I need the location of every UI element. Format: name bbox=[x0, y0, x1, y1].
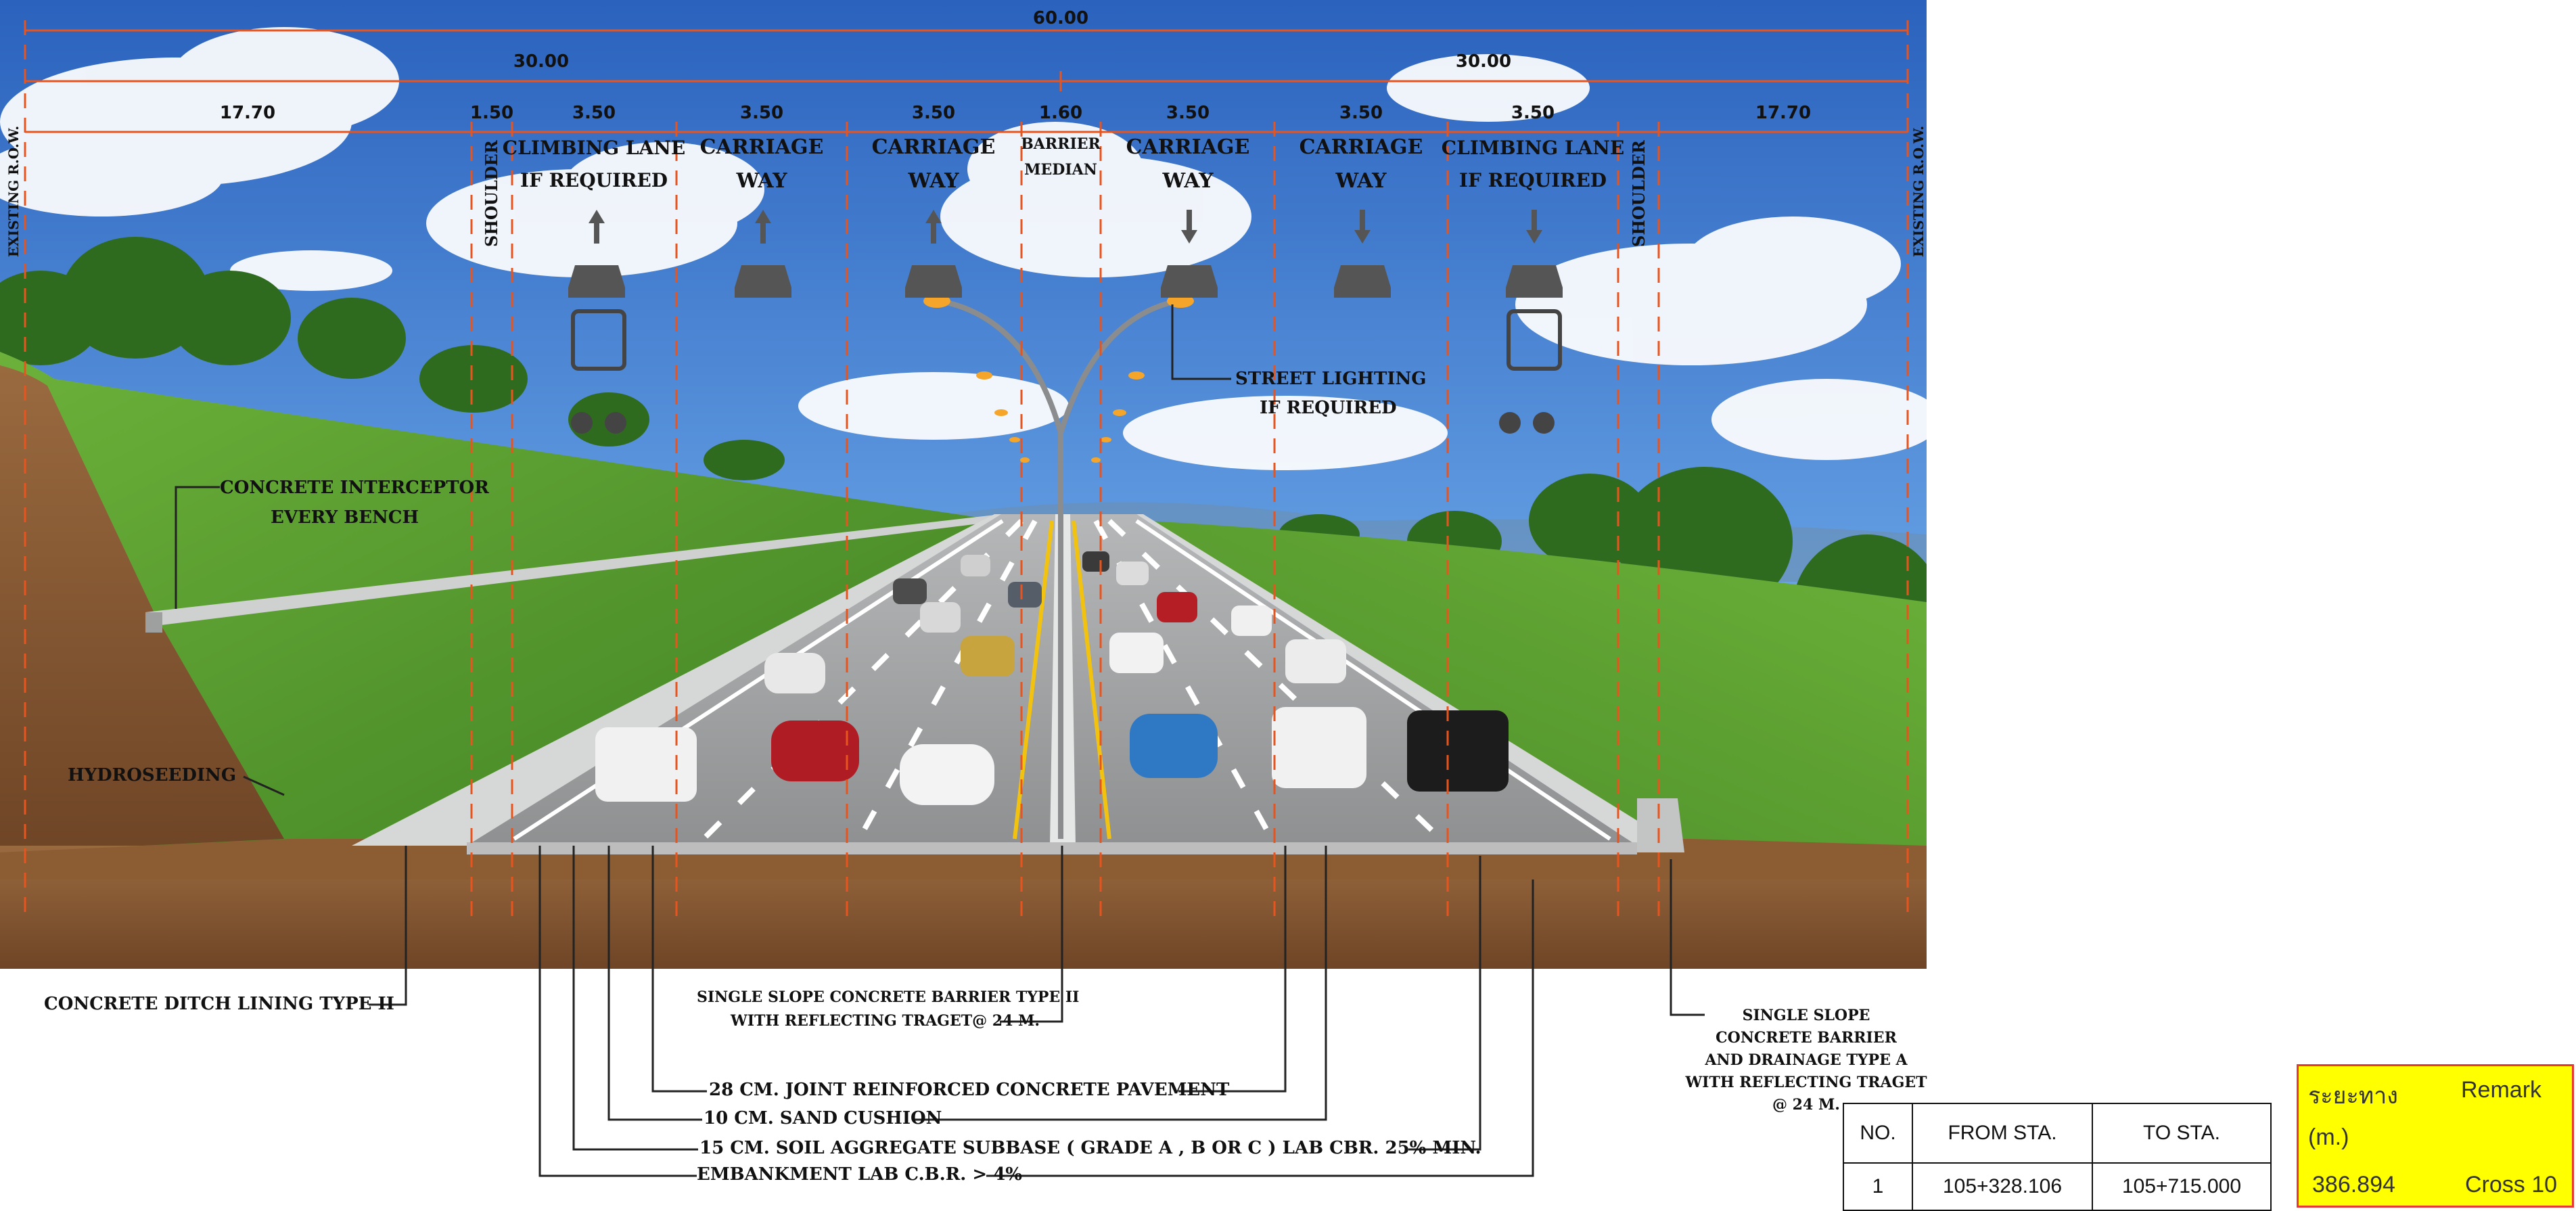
truck-icons bbox=[571, 309, 1562, 371]
barrier-type-a-label-1: SINGLE SLOPE bbox=[1742, 1007, 1870, 1024]
carriageway-3-label: CARRIAGE bbox=[1126, 135, 1250, 159]
left-barrier bbox=[352, 514, 1001, 846]
dimension-row-left: 17.70 bbox=[219, 103, 276, 123]
carriageway-4-label: CARRIAGE bbox=[1299, 135, 1423, 159]
hydroseeding-label: HYDROSEEDING bbox=[68, 765, 237, 785]
table-cell: 1 bbox=[1843, 1162, 1913, 1211]
dimension-half-right: 30.00 bbox=[1455, 51, 1512, 72]
distance-value: 386.894 bbox=[2312, 1172, 2395, 1197]
car-icon bbox=[568, 265, 625, 298]
table-header-row: NO. FROM STA. TO STA. bbox=[1843, 1103, 2272, 1164]
leader-lines bbox=[175, 304, 1231, 796]
climbing-lane-left-sub: IF REQUIRED bbox=[520, 169, 668, 191]
embankment-label: EMBANKMENT LAB C.B.R. > 4% bbox=[697, 1164, 1023, 1185]
car-icon bbox=[1506, 265, 1563, 298]
dimension-lane-2: 3.50 bbox=[739, 103, 784, 123]
dimension-total: 60.00 bbox=[1032, 8, 1089, 28]
dimension-lines bbox=[25, 29, 1908, 133]
barrier-type-a-label-5: @ 24 M. bbox=[1772, 1096, 1840, 1114]
car-icons bbox=[568, 265, 1563, 298]
dimension-lane-1: 3.50 bbox=[572, 103, 616, 123]
right-slope-grass bbox=[1150, 521, 1927, 852]
motorcycle-icon bbox=[1499, 412, 1521, 434]
barrier-median-label: BARRIER bbox=[1021, 135, 1101, 153]
arrow-up-icon bbox=[755, 210, 771, 244]
remark-box: ระยะทาง Remark (m.) 386.894 Cross 10 bbox=[2297, 1064, 2574, 1208]
carriageway-2-sub: WAY bbox=[908, 169, 959, 193]
truck-icon bbox=[571, 309, 626, 371]
carriageway-4-sub: WAY bbox=[1335, 169, 1387, 193]
car-icon bbox=[1334, 265, 1391, 298]
dimension-lane-6: 3.50 bbox=[1511, 103, 1555, 123]
subbase-label: 15 CM. SOIL AGGREGATE SUBBASE ( GRADE A … bbox=[699, 1138, 1481, 1158]
carriageway-2-label: CARRIAGE bbox=[871, 135, 996, 159]
left-soil-cut bbox=[0, 365, 284, 852]
street-lighting-sub: IF REQUIRED bbox=[1260, 398, 1397, 418]
car-icon bbox=[1161, 265, 1218, 298]
station-table: NO. FROM STA. TO STA. 1 105+328.106 105+… bbox=[1843, 1103, 2272, 1211]
truck-icon bbox=[1506, 309, 1562, 371]
dimension-row-right: 17.70 bbox=[1755, 103, 1812, 123]
cross-section-illustration bbox=[0, 0, 1927, 969]
barrier-type-a-label-2: CONCRETE BARRIER bbox=[1716, 1029, 1897, 1047]
climbing-lane-left-label: CLIMBING LANE bbox=[502, 137, 686, 159]
dimension-median: 1.60 bbox=[1038, 103, 1083, 123]
clouds bbox=[0, 27, 1927, 470]
barrier-median-sub: MEDIAN bbox=[1024, 161, 1097, 179]
arrow-down-icon bbox=[1181, 210, 1197, 244]
table-header: FROM STA. bbox=[1912, 1103, 2093, 1164]
dimension-lane-5: 3.50 bbox=[1339, 103, 1383, 123]
dimension-shoulder-left: 1.50 bbox=[469, 103, 514, 123]
car-icon bbox=[905, 265, 962, 298]
table-cell: 105+715.000 bbox=[2092, 1162, 2272, 1211]
climbing-lane-right-label: CLIMBING LANE bbox=[1441, 137, 1625, 159]
arrow-up-icon bbox=[925, 210, 942, 244]
barrier-type-ii-label: SINGLE SLOPE CONCRETE BARRIER TYPE II bbox=[697, 988, 1080, 1006]
carriageway-1-label: CARRIAGE bbox=[699, 135, 824, 159]
remark-label: Remark bbox=[2461, 1077, 2542, 1103]
right-barrier bbox=[1136, 514, 1678, 846]
interceptor-bench bbox=[145, 514, 1001, 626]
traffic bbox=[595, 551, 1509, 805]
carriageway-1-sub: WAY bbox=[736, 169, 787, 193]
unit-label: (m.) bbox=[2308, 1124, 2349, 1150]
remark-value: Cross 10 bbox=[2465, 1172, 2558, 1197]
barrier-type-ii-sub: WITH REFLECTING TRAGET@ 24 M. bbox=[731, 1012, 1040, 1030]
arrow-down-icon bbox=[1526, 210, 1542, 244]
car-icon bbox=[735, 265, 791, 298]
pavement-layers bbox=[467, 842, 1637, 854]
sand-cushion-label: 10 CM. SAND CUSHION bbox=[704, 1108, 942, 1128]
carriageway-3-sub: WAY bbox=[1162, 169, 1214, 193]
arrow-down-icon bbox=[1354, 210, 1371, 244]
dimension-lane-4: 3.50 bbox=[1166, 103, 1210, 123]
barrier-type-a-label-3: AND DRAINAGE TYPE A bbox=[1705, 1051, 1908, 1069]
dimension-lane-3: 3.50 bbox=[911, 103, 956, 123]
ditch-lining-label: CONCRETE DITCH LINING TYPE II bbox=[44, 994, 394, 1014]
street-lighting-label: STREET LIGHTING bbox=[1235, 369, 1427, 389]
table-row: 1 105+328.106 105+715.000 bbox=[1843, 1162, 2272, 1211]
motorcycle-icons bbox=[571, 412, 1555, 434]
arrow-up-icon bbox=[589, 210, 605, 244]
table-header: TO STA. bbox=[2092, 1103, 2272, 1164]
street-light bbox=[940, 298, 1178, 839]
distance-label: ระยะทาง bbox=[2308, 1083, 2398, 1109]
climbing-lane-right-sub: IF REQUIRED bbox=[1458, 169, 1607, 191]
vertical-guides bbox=[24, 20, 1909, 920]
direction-arrows bbox=[589, 210, 1542, 244]
table-header: NO. bbox=[1843, 1103, 1913, 1164]
interceptor-label: CONCRETE INTERCEPTOR bbox=[220, 478, 489, 498]
dimension-half-left: 30.00 bbox=[513, 51, 570, 72]
left-slope-grass bbox=[0, 352, 1001, 852]
motorcycle-icon bbox=[571, 412, 593, 434]
table-cell: 105+328.106 bbox=[1912, 1162, 2093, 1211]
pavement-label: 28 CM. JOINT REINFORCED CONCRETE PAVEMEN… bbox=[709, 1080, 1230, 1100]
barrier-type-a-label-4: WITH REFLECTING TRAGET bbox=[1685, 1074, 1927, 1091]
interceptor-sub: EVERY BENCH bbox=[271, 507, 419, 528]
